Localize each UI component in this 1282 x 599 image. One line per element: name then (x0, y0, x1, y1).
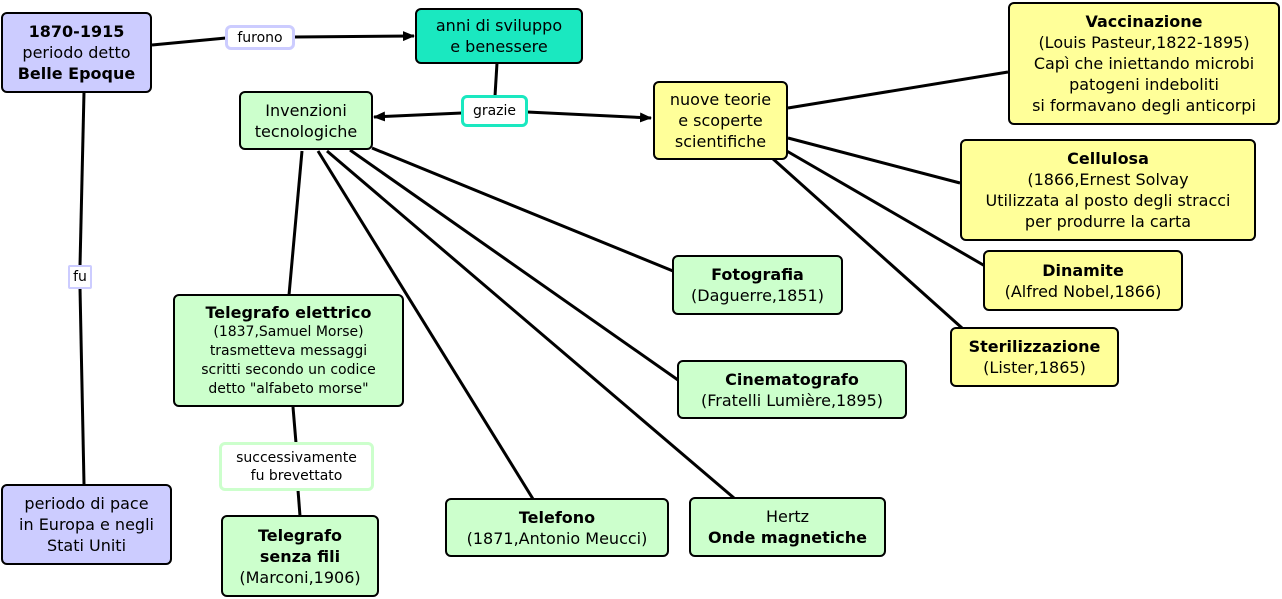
link-teorie-vaccinazione (787, 70, 1009, 110)
link-invenzioni-telefono (316, 150, 535, 500)
dinamite-title: Dinamite (1042, 260, 1124, 280)
telegrafo-elettrico-line1: (1837,Samuel Morse) (213, 324, 364, 340)
link-fu-periodo-pace (78, 287, 86, 485)
belle-epoque-text: periodo detto (22, 43, 131, 62)
dinamite-node[interactable]: Dinamite (Alfred Nobel,1866) (983, 250, 1183, 311)
telegrafo-senza-fili-title2: senza fili (259, 546, 341, 566)
telegrafo-senza-fili-title1: Telegrafo (257, 525, 343, 545)
onde-magnetiche-node[interactable]: Hertz Onde magnetiche (689, 497, 886, 557)
invenzioni-line2: tecnologiche (254, 121, 358, 141)
telegrafo-elettrico-line2: trasmetteva messaggi (209, 343, 368, 359)
belle-epoque-years: 1870-1915 (28, 22, 125, 41)
telegrafo-elettrico-title: Telegrafo elettrico (205, 303, 372, 322)
link-teorie-dinamite (784, 148, 986, 268)
cinematografo-line1: (Fratelli Lumière,1895) (701, 390, 883, 410)
anni-sviluppo-node[interactable]: anni di sviluppo e benessere (415, 8, 583, 64)
sterilizzazione-line1: (Lister,1865) (983, 358, 1086, 377)
successivamente-line2: fu brevettato (250, 467, 343, 484)
grazie-text: grazie (472, 103, 517, 119)
telefono-line1: (1871,Antonio Meucci) (466, 528, 648, 548)
cellulosa-title: Cellulosa (1067, 149, 1149, 168)
invenzioni-node[interactable]: Invenzioni tecnologiche (239, 91, 373, 150)
sterilizzazione-node[interactable]: Sterilizzazione (Lister,1865) (950, 327, 1119, 387)
fotografia-node[interactable]: Fotografia (Daguerre,1851) (672, 255, 843, 315)
nuove-teorie-node[interactable]: nuove teorie e scoperte scientifiche (653, 81, 788, 160)
belle-epoque-title: Belle Epoque (17, 64, 136, 83)
cellulosa-line1: (1866,Ernest Solvay (1027, 170, 1189, 189)
sterilizzazione-title: Sterilizzazione (968, 337, 1101, 356)
link-grazie-nuove-teorie (526, 110, 652, 123)
link-belle-epoque-furono (151, 36, 227, 47)
telegrafo-senza-fili-node[interactable]: Telegrafo senza fili (Marconi,1906) (221, 515, 379, 597)
telegrafo-elettrico-line3: scritti secondo un codice (201, 362, 376, 378)
telegrafo-elettrico-node[interactable]: Telegrafo elettrico (1837,Samuel Morse) … (173, 294, 404, 407)
nuove-teorie-line3: scientifiche (674, 132, 767, 151)
link-grazie-invenzioni (373, 111, 463, 122)
telegrafo-senza-fili-line1: (Marconi,1906) (239, 567, 361, 587)
link-label-fu[interactable]: fu (68, 265, 92, 289)
cellulosa-node[interactable]: Cellulosa (1866,Ernest Solvay Utilizzata… (960, 139, 1256, 241)
link-invenzioni-telegrafo (287, 150, 304, 296)
telegrafo-elettrico-line4: detto "alfabeto morse" (208, 381, 369, 397)
cinematografo-node[interactable]: Cinematografo (Fratelli Lumière,1895) (677, 360, 907, 419)
link-belle-epoque-fu (78, 91, 86, 267)
link-successivamente-senza-fili (296, 489, 302, 517)
link-teorie-sterilizzazione (770, 156, 964, 330)
vaccinazione-line4: si formavano degli anticorpi (1032, 96, 1256, 115)
link-invenzioni-cinematografo (349, 148, 679, 382)
onde-hertz: Hertz (765, 507, 810, 526)
furono-text: furono (237, 29, 283, 46)
cellulosa-line2: Utilizzata al posto degli stracci (985, 191, 1231, 210)
fu-text: fu (73, 269, 87, 285)
vaccinazione-title: Vaccinazione (1085, 12, 1203, 31)
periodo-pace-line3: Stati Uniti (46, 536, 127, 555)
link-invenzioni-onde (326, 149, 735, 500)
cinematografo-title: Cinematografo (725, 369, 859, 389)
periodo-pace-line1: periodo di pace (24, 494, 149, 513)
link-label-successivamente[interactable]: successivamente fu brevettato (219, 442, 374, 491)
vaccinazione-node[interactable]: Vaccinazione (Louis Pasteur,1822-1895) C… (1008, 2, 1280, 125)
onde-title: Onde magnetiche (708, 528, 867, 547)
link-label-grazie[interactable]: grazie (461, 95, 528, 127)
periodo-pace-line2: in Europa e negli (19, 515, 154, 534)
link-teorie-cellulosa (787, 136, 961, 185)
nuove-teorie-line1: nuove teorie (669, 90, 772, 109)
periodo-pace-node[interactable]: periodo di pace in Europa e negli Stati … (1, 484, 172, 565)
telefono-node[interactable]: Telefono (1871,Antonio Meucci) (445, 498, 669, 557)
belle-epoque-node[interactable]: 1870-1915 periodo detto Belle Epoque (1, 12, 152, 93)
invenzioni-line1: Invenzioni (265, 100, 347, 120)
dinamite-line1: (Alfred Nobel,1866) (1004, 281, 1162, 301)
nuove-teorie-line2: e scoperte (678, 111, 763, 130)
link-anni-grazie (493, 62, 499, 97)
vaccinazione-line2: Capì che iniettando microbi (1033, 54, 1255, 73)
telefono-title: Telefono (518, 507, 596, 527)
anni-sviluppo-line2: e benessere (450, 37, 548, 56)
anni-sviluppo-line1: anni di sviluppo (435, 16, 563, 35)
vaccinazione-line3: patogeni indeboliti (1069, 75, 1219, 94)
fotografia-title: Fotografia (711, 265, 804, 284)
link-telegrafo-successivamente (291, 406, 298, 444)
cellulosa-line3: per produrre la carta (1024, 212, 1192, 231)
successivamente-line1: successivamente (236, 449, 357, 466)
link-label-furono[interactable]: furono (225, 25, 295, 50)
link-invenzioni-fotografia (371, 146, 674, 273)
vaccinazione-line1: (Louis Pasteur,1822-1895) (1038, 33, 1250, 52)
fotografia-line1: (Daguerre,1851) (691, 286, 824, 305)
link-furono-anni-sviluppo (293, 31, 415, 42)
